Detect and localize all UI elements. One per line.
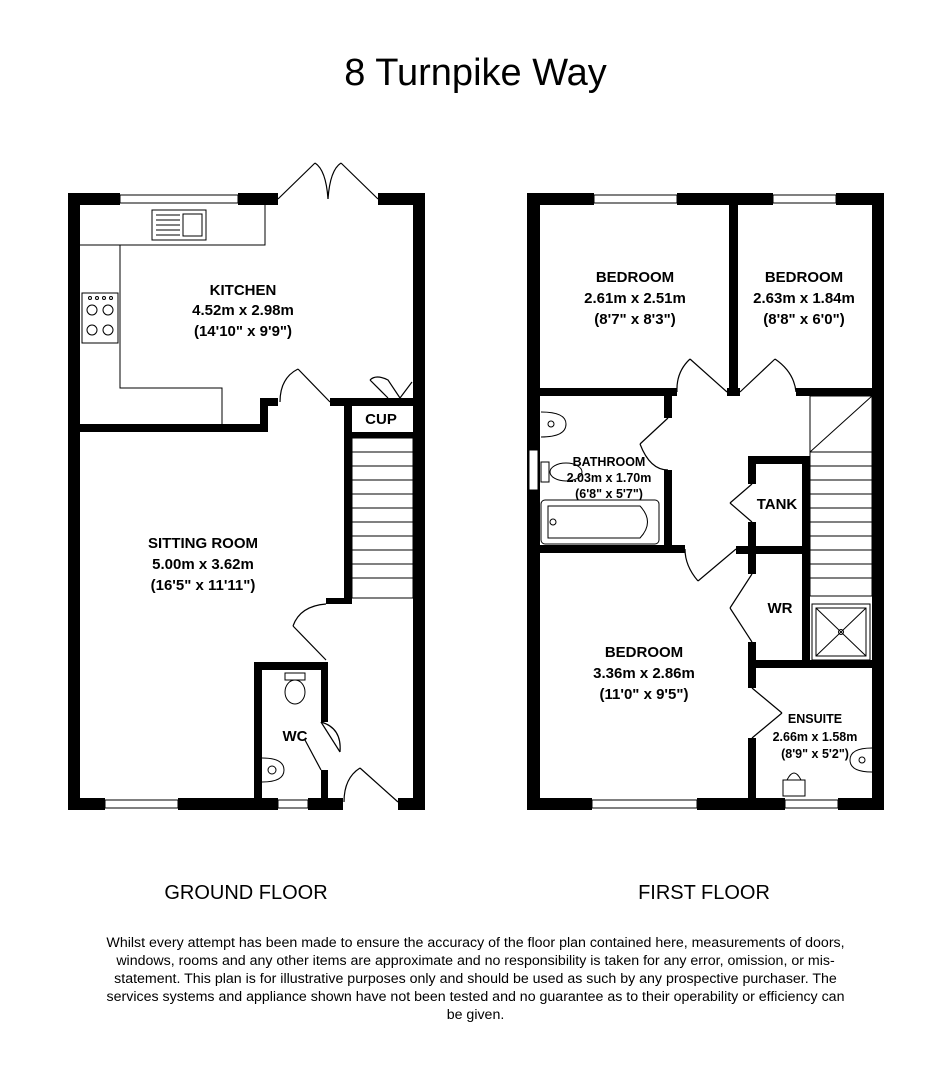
bedroom-door-icon bbox=[676, 358, 728, 393]
bathroom-label: BATHROOM bbox=[573, 455, 646, 469]
bedroom-3-door-icon bbox=[684, 548, 737, 582]
first-floor-stairs bbox=[809, 395, 873, 597]
disclaimer-text: Whilst every attempt has been made to en… bbox=[106, 935, 845, 1023]
ground-floor-room-labels: KITCHEN 4.52m x 2.98m (14'10" x 9'9") SI… bbox=[148, 282, 397, 745]
ensuite-imperial: (8'9" x 5'2") bbox=[781, 747, 849, 761]
sitting-room-label: SITTING ROOM bbox=[148, 535, 258, 552]
ensuite-toilet-icon bbox=[782, 772, 806, 797]
ensuite-metric: 2.66m x 1.58m bbox=[773, 730, 858, 744]
bathroom-door-icon bbox=[639, 417, 669, 471]
cupboard-label: CUP bbox=[365, 411, 397, 428]
cupboard-door-icon bbox=[369, 376, 413, 399]
ground-floor-plan bbox=[68, 162, 425, 810]
kitchen-metric: 4.52m x 2.98m bbox=[192, 302, 294, 319]
wr-door-icon bbox=[729, 573, 753, 643]
first-floor-label: FIRST FLOOR bbox=[638, 882, 770, 904]
sitting-room-metric: 5.00m x 3.62m bbox=[152, 556, 254, 573]
bathroom-metric: 2.03m x 1.70m bbox=[567, 471, 652, 485]
bedroom-3-imperial: (11'0" x 9'5") bbox=[600, 686, 689, 703]
toilet-icon bbox=[284, 672, 306, 705]
ground-floor-stairs bbox=[351, 437, 414, 599]
washbasin-icon bbox=[261, 757, 285, 783]
bedroom-1-label: BEDROOM bbox=[596, 269, 674, 286]
ensuite-door-icon bbox=[751, 687, 783, 739]
ensuite-label: ENSUITE bbox=[788, 712, 842, 726]
bedroom-2-metric: 2.63m x 1.84m bbox=[753, 290, 855, 307]
ensuite-basin-icon bbox=[849, 747, 873, 773]
french-door-icon bbox=[277, 162, 379, 200]
bedroom-3-label: BEDROOM bbox=[605, 644, 683, 661]
first-floor-plan bbox=[527, 193, 884, 810]
wardrobe-label: WR bbox=[768, 600, 793, 617]
shower-icon bbox=[811, 603, 871, 661]
kitchen-worktop-top bbox=[80, 205, 266, 246]
ground-floor-walls bbox=[68, 193, 425, 810]
first-floor-walls bbox=[527, 193, 884, 810]
front-door-icon bbox=[343, 767, 399, 803]
page-title: 8 Turnpike Way bbox=[344, 52, 607, 94]
hob-icon bbox=[81, 292, 119, 344]
kitchen-sink-icon bbox=[151, 209, 207, 241]
first-floor-windows bbox=[528, 194, 839, 809]
tank-door-icon bbox=[729, 483, 753, 523]
bedroom-1-imperial: (8'7" x 8'3") bbox=[594, 311, 675, 328]
wc-door-icon bbox=[304, 721, 341, 771]
sitting-room-door-icon bbox=[292, 603, 327, 661]
bedroom-2-label: BEDROOM bbox=[765, 269, 843, 286]
bathroom-basin-icon bbox=[540, 411, 567, 438]
bath-icon bbox=[540, 499, 660, 545]
bedroom-2-imperial: (8'8" x 6'0") bbox=[763, 311, 844, 328]
ground-floor-windows bbox=[104, 194, 309, 809]
first-floor-room-labels: BEDROOM 2.61m x 2.51m (8'7" x 8'3") BEDR… bbox=[567, 269, 858, 761]
ground-floor-label: GROUND FLOOR bbox=[164, 882, 328, 904]
wc-label: WC bbox=[283, 728, 308, 745]
bathroom-toilet-icon bbox=[540, 461, 583, 483]
bathroom-imperial: (6'8" x 5'7") bbox=[575, 487, 643, 501]
kitchen-door-icon bbox=[279, 368, 331, 403]
bedroom-2-door-icon bbox=[739, 358, 797, 393]
bedroom-1-metric: 2.61m x 2.51m bbox=[584, 290, 686, 307]
sitting-room-imperial: (16'5" x 11'11") bbox=[151, 577, 256, 594]
tank-label: TANK bbox=[757, 496, 798, 513]
bedroom-3-metric: 3.36m x 2.86m bbox=[593, 665, 695, 682]
kitchen-label: KITCHEN bbox=[210, 282, 277, 299]
kitchen-imperial: (14'10" x 9'9") bbox=[194, 323, 292, 340]
